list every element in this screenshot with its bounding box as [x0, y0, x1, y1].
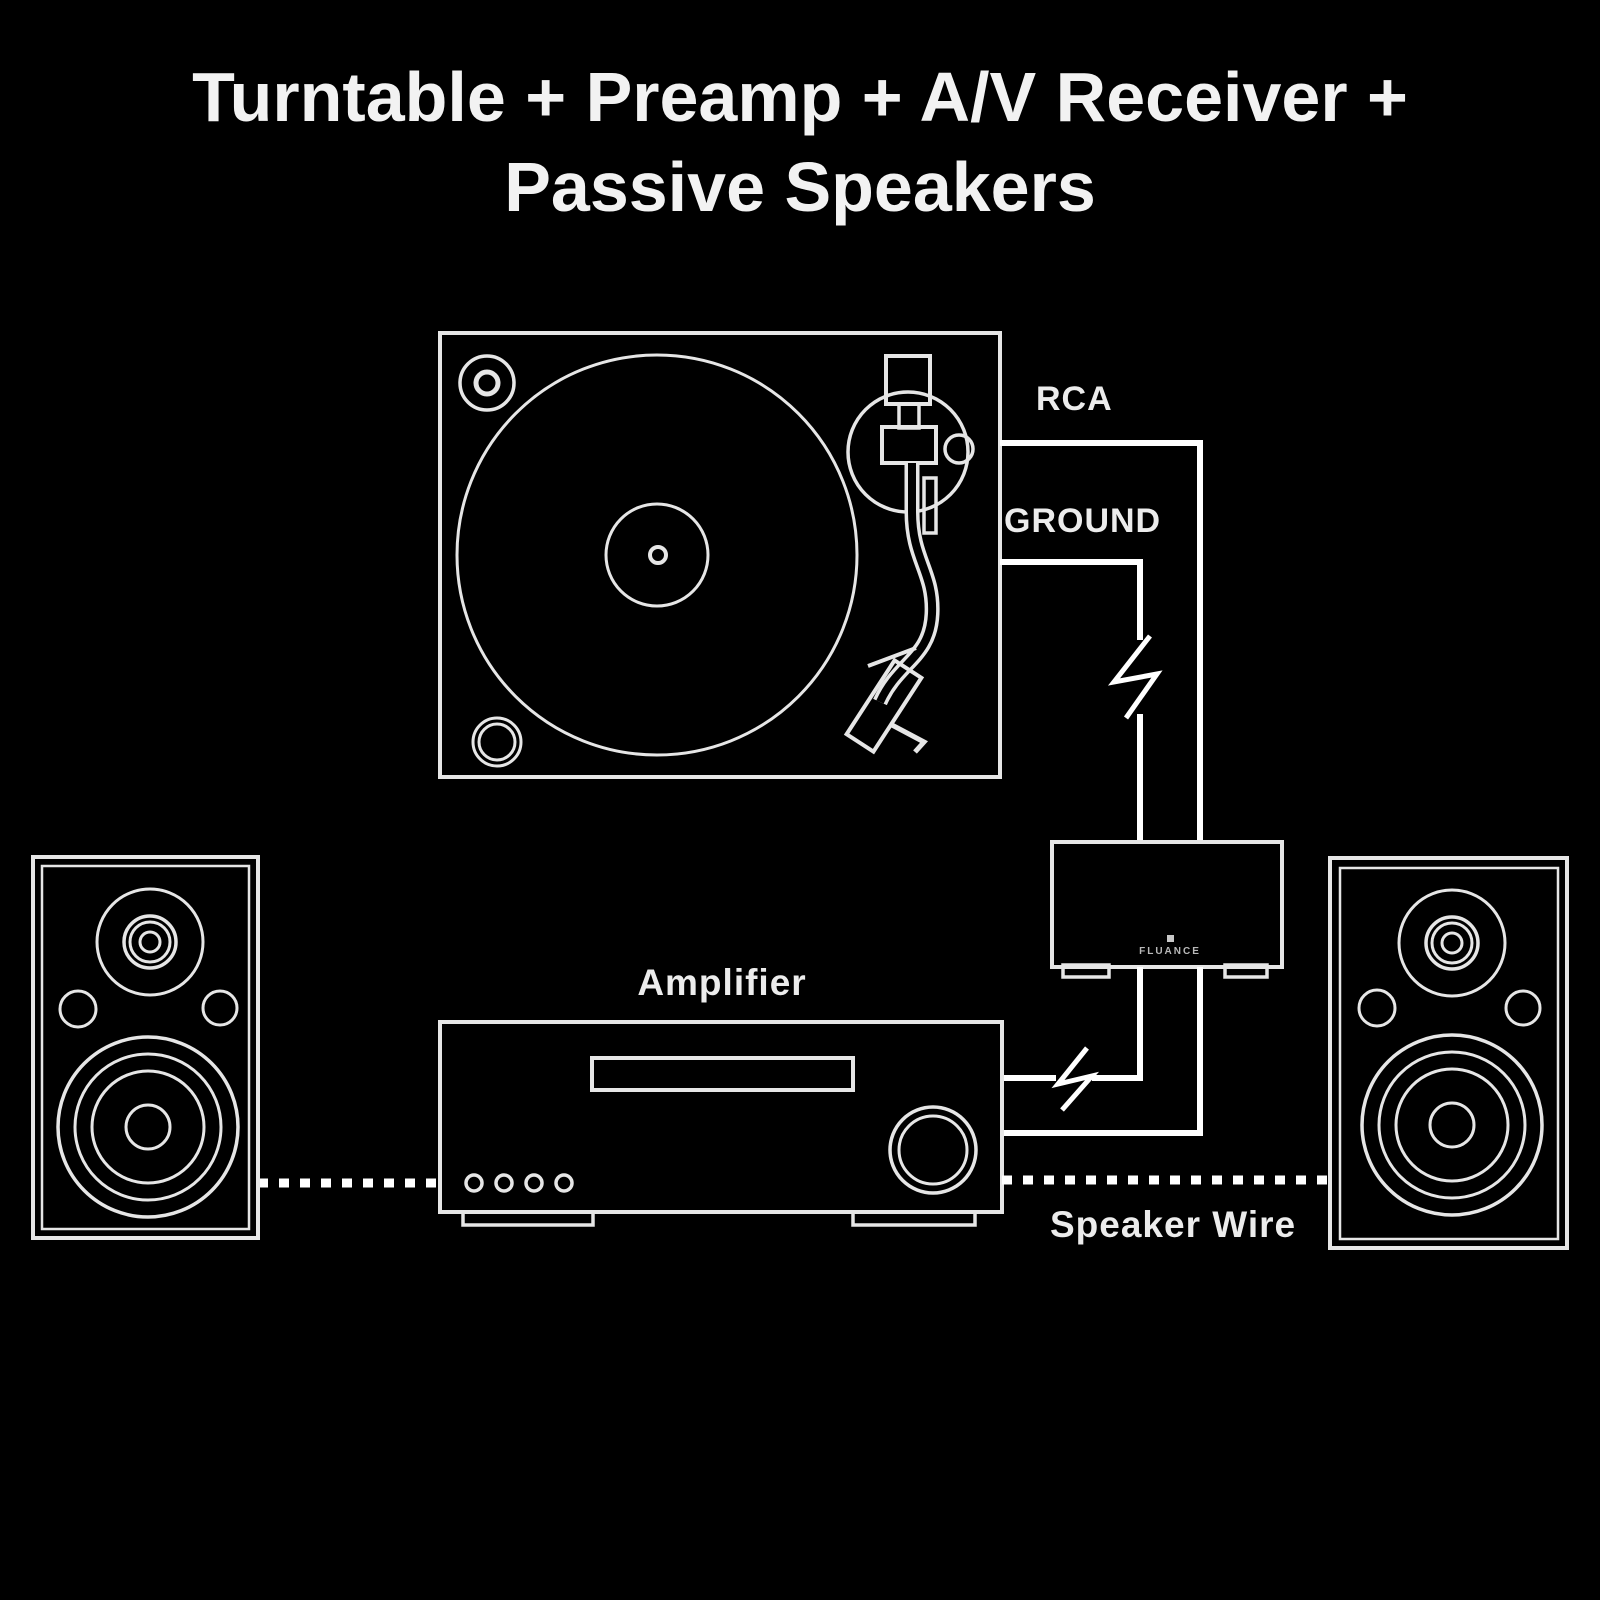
- rca-label: RCA: [1036, 380, 1113, 418]
- speaker-left-baffle: [40, 864, 251, 1231]
- speaker-right-tweeter-ring: [1424, 915, 1480, 971]
- speaker-left: [31, 855, 260, 1240]
- speaker-wires: [258, 1175, 1330, 1188]
- speaker-left-tweeter-ring: [122, 914, 178, 970]
- page-title-line2: Passive Speakers: [504, 148, 1096, 226]
- rca-wire: [1000, 440, 1203, 842]
- cartridge: [843, 657, 925, 755]
- speaker-right-woofer: [1360, 1033, 1544, 1217]
- preamp-ground-break-bolt-icon: [1051, 1046, 1100, 1112]
- speaker-right-woofer-ring: [1377, 1050, 1527, 1200]
- speaker-left-woofer: [56, 1035, 240, 1219]
- cue-lever: [922, 476, 938, 535]
- tonearm-stem: [897, 402, 921, 430]
- preamp-box: [1050, 840, 1284, 969]
- speaker-right-tweeter-dome: [1440, 931, 1464, 955]
- preamp-brand-label: FLUANCE: [1139, 946, 1201, 957]
- speaker-right-port-a: [1357, 988, 1397, 1028]
- amplifier-button-2: [494, 1173, 514, 1193]
- speaker-left-tweeter: [95, 887, 205, 997]
- turntable-foot-inner: [477, 722, 517, 762]
- speaker-right-woofer-cap: [1428, 1101, 1476, 1149]
- preamp: [1050, 840, 1284, 979]
- tonearm-tube-core: [876, 463, 937, 704]
- headshell-joint: [867, 646, 917, 668]
- anti-skate-knob: [943, 433, 975, 465]
- ground-wire-upper: [1000, 559, 1143, 640]
- turntable-platter: [455, 353, 859, 757]
- speaker-right: [1328, 856, 1569, 1250]
- speaker-right-cabinet: [1328, 856, 1569, 1250]
- corner-screw-icon: [458, 354, 516, 412]
- stylus: [888, 721, 929, 754]
- amplifier-foot-right: [851, 1210, 977, 1227]
- speaker-right-port-b: [1504, 989, 1542, 1027]
- volume-knob-inner: [897, 1114, 969, 1186]
- speaker-left-port-b: [201, 989, 239, 1027]
- speaker-wire-label: Speaker Wire: [1050, 1204, 1297, 1245]
- preamp-foot-left: [1061, 963, 1111, 979]
- ground-label: GROUND: [1004, 502, 1162, 540]
- preamp-logo-dot: [1167, 935, 1174, 942]
- speaker-left-cabinet: [31, 855, 260, 1240]
- volume-knob: [888, 1105, 978, 1195]
- amplifier-label: Amplifier: [637, 962, 807, 1003]
- speaker-left-woofer-cap: [124, 1103, 172, 1151]
- speaker-right-tweeter: [1397, 888, 1507, 998]
- amplifier-display: [590, 1056, 855, 1092]
- speaker-left-woofer-ring: [73, 1052, 223, 1202]
- amplifier-box: [438, 1020, 1004, 1214]
- corner-screw-center: [473, 369, 501, 397]
- record-label-circle: [604, 502, 710, 608]
- turntable-to-preamp-wires: [1000, 440, 1203, 842]
- speaker-left-woofer-ring2: [90, 1069, 206, 1185]
- speaker-right-woofer-ring2: [1394, 1067, 1510, 1183]
- page-title-line1: Turntable + Preamp + A/V Receiver +: [192, 58, 1408, 136]
- tonearm-counterweight: [884, 354, 932, 406]
- ground-wire-break-bolt-icon: [1107, 634, 1163, 720]
- amplifier-button-1: [464, 1173, 484, 1193]
- speaker-left-port-a: [58, 989, 98, 1029]
- turntable-foot-icon: [471, 716, 523, 768]
- preamp-rca-down: [1002, 967, 1203, 1136]
- page-title: Turntable + Preamp + A/V Receiver + Pass…: [0, 52, 1600, 232]
- turntable: [438, 331, 1002, 779]
- amplifier-foot-left: [461, 1210, 595, 1227]
- preamp-to-amplifier-wires: [1002, 967, 1203, 1136]
- spindle: [648, 545, 668, 565]
- amplifier-button-3: [524, 1173, 544, 1193]
- tonearm-bearing-housing: [880, 425, 938, 465]
- speaker-right-tweeter-ring2: [1430, 921, 1474, 965]
- amplifier: [438, 1020, 1004, 1227]
- speaker-left-tweeter-ring2: [128, 920, 172, 964]
- preamp-ground-down: [1092, 967, 1143, 1081]
- turntable-plinth: [438, 331, 1002, 779]
- speaker-left-tweeter-dome: [138, 930, 162, 954]
- amplifier-button-4: [554, 1173, 574, 1193]
- speaker-right-baffle: [1338, 866, 1560, 1241]
- preamp-foot-right: [1223, 963, 1269, 979]
